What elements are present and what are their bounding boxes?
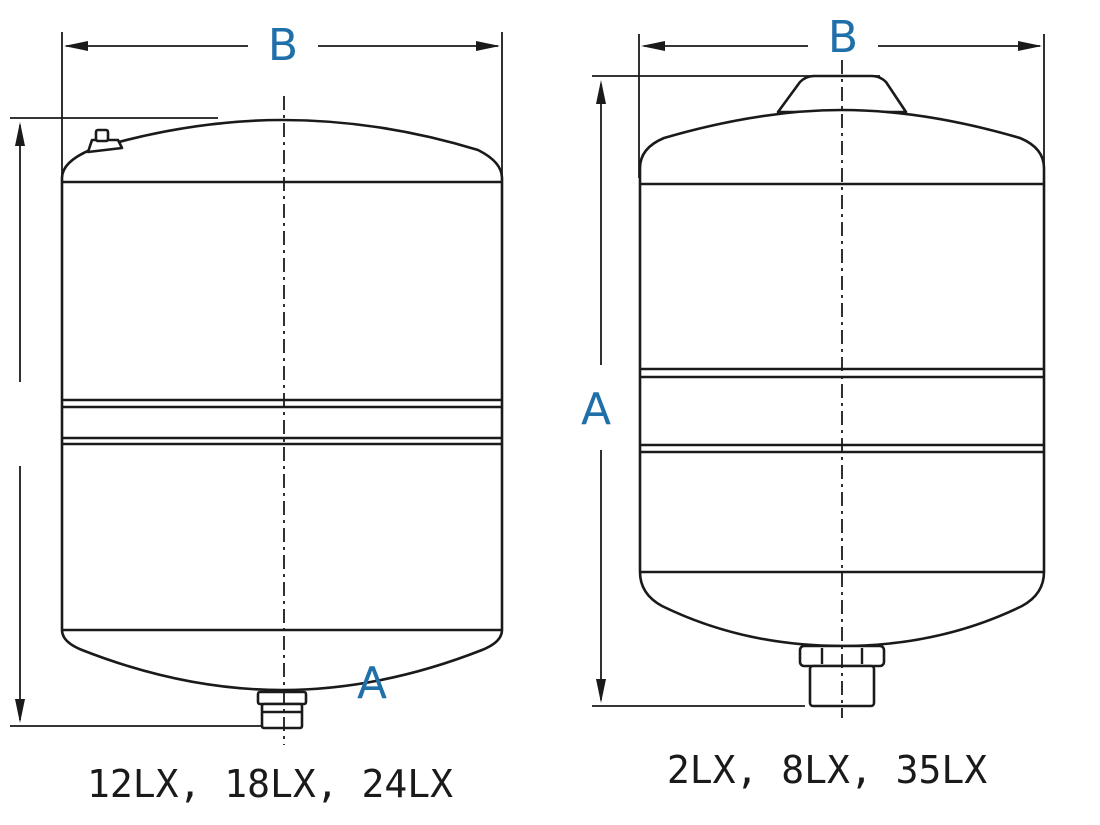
left-tank-body [60,118,504,692]
right-tank-caption: 2LX, 8LX, 35LX [667,748,987,792]
left-width-arrow-left [64,41,88,51]
left-width-dimension [61,32,503,178]
left-width-arrow-right [476,41,500,51]
left-width-label: B [268,20,298,71]
right-width-arrow-right [1018,41,1042,51]
left-tank-caption: 12LX, 18LX, 24LX [87,762,453,806]
left-height-dimension [10,117,265,727]
right-height-arrow-top [596,80,606,104]
right-tank-group: B A 2LX, 8LX, 35LX [581,12,1046,792]
right-height-dimension [592,75,880,707]
left-tank-valve-icon [86,128,124,154]
right-width-dimension [638,34,1045,178]
right-height-label: A [581,384,611,435]
left-height-arrow-top [15,122,25,146]
right-width-label: B [828,12,858,63]
left-tank-group: B A 12LX, 18LX, 24LX [10,20,504,806]
right-height-arrow-bottom [596,679,606,703]
right-width-arrow-left [641,41,665,51]
left-tank-fitting-icon [256,690,308,730]
left-height-arrow-bottom [15,699,25,723]
left-height-label: A [357,658,387,709]
